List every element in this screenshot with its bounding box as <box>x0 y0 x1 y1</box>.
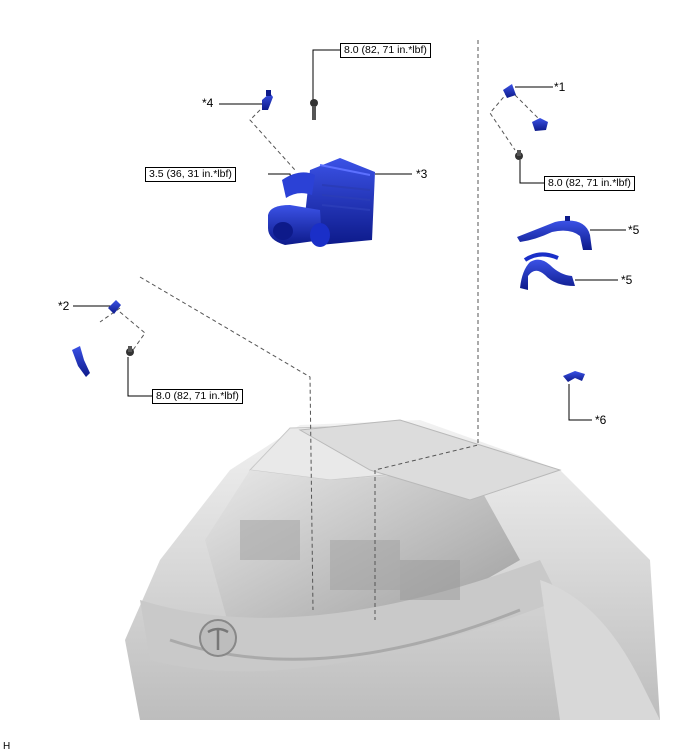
part-4-sensor <box>262 90 273 110</box>
bolt-top <box>310 99 318 120</box>
torque-label-right: 8.0 (82, 71 in.*lbf) <box>544 176 635 191</box>
part-5-hose-upper <box>517 216 592 250</box>
part-2-hose <box>72 300 121 377</box>
bolt-lower-left <box>126 346 134 356</box>
bolt-right <box>515 150 523 160</box>
corner-label: H <box>3 741 11 752</box>
callout-5-lower: *5 <box>621 273 633 287</box>
callout-4: *4 <box>202 96 214 110</box>
torque-label-top: 8.0 (82, 71 in.*lbf) <box>340 43 431 58</box>
solid-leaders <box>73 49 626 421</box>
part-5-hose-lower <box>520 252 575 290</box>
part-6-hose <box>563 371 585 382</box>
vehicle-illustration <box>125 419 660 720</box>
torque-label-lower-left: 8.0 (82, 71 in.*lbf) <box>152 389 243 404</box>
part-1-hose <box>503 84 548 131</box>
callout-6: *6 <box>595 413 607 427</box>
callout-1: *1 <box>554 80 566 94</box>
callout-3: *3 <box>416 167 428 181</box>
torque-label-left: 3.5 (36, 31 in.*lbf) <box>145 167 236 182</box>
callout-2: *2 <box>58 299 70 313</box>
callout-5-upper: *5 <box>628 223 640 237</box>
part-3-air-cleaner <box>268 158 375 247</box>
dashed-leaders <box>99 40 539 620</box>
